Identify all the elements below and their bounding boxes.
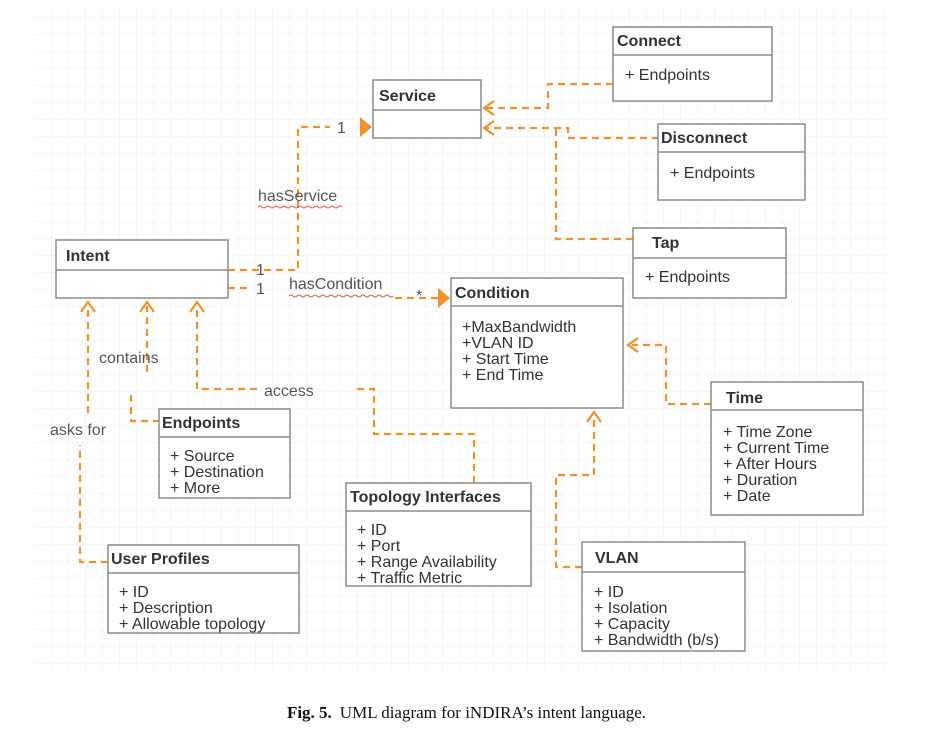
label-has-service: hasService	[258, 188, 337, 205]
class-service-title: Service	[379, 88, 436, 105]
class-time-attr-1: + Current Time	[723, 440, 829, 457]
class-disconnect: Disconnect + Endpoints	[657, 123, 806, 201]
class-intent: Intent	[55, 239, 229, 299]
arrowhead-open-access	[189, 300, 205, 313]
arrowhead-open-contains	[139, 300, 155, 313]
label-contains: contains	[99, 350, 159, 367]
arrowhead-open-vlan	[586, 410, 602, 423]
class-endpoints-attr-1: + Destination	[170, 464, 264, 481]
class-user-profiles-attr-1: + Description	[119, 600, 213, 617]
class-topology-interfaces: Topology Interfaces + ID + Port + Range …	[345, 482, 532, 587]
edge-asks-for	[78, 306, 108, 564]
class-endpoints-title: Endpoints	[162, 415, 240, 432]
class-endpoints-attr-0: + Source	[170, 448, 235, 465]
class-time-attr-3: + Duration	[723, 472, 797, 489]
class-disconnect-title: Disconnect	[661, 130, 748, 147]
figure-caption-label: Fig. 5.	[286, 703, 332, 722]
class-vlan-attr-0: + ID	[594, 584, 624, 601]
label-access: access	[264, 383, 314, 400]
arrowheads	[80, 100, 639, 423]
class-tap: Tap + Endpoints	[632, 227, 787, 299]
class-vlan-attr-1: + Isolation	[594, 600, 667, 617]
multiplicity-intent-service: 1	[256, 262, 265, 279]
class-topology-attr-1: + Port	[357, 538, 401, 555]
arrowhead-filled-service	[360, 117, 372, 137]
class-time-title: Time	[726, 390, 763, 407]
arrowhead-open-asks-for	[80, 300, 96, 313]
arrowhead-open-disconnect	[482, 120, 495, 136]
edge-has-service	[228, 125, 330, 272]
uml-diagram: Service Connect + Endpoints Disconnect +…	[35, 8, 890, 670]
class-vlan-attr-2: + Capacity	[594, 616, 670, 633]
class-condition-attr-3: + End Time	[462, 367, 543, 384]
arrowhead-filled-condition	[438, 288, 450, 308]
connectors	[78, 82, 711, 569]
class-condition-attr-0: +MaxBandwidth	[462, 319, 576, 336]
edge-contains	[129, 306, 160, 423]
class-connect: Connect + Endpoints	[612, 26, 773, 102]
label-asks-for: asks for	[50, 422, 107, 439]
edge-disconnect-service	[486, 126, 659, 140]
edge-time-condition	[632, 343, 711, 406]
class-condition-attr-2: + Start Time	[462, 351, 549, 368]
class-time-attr-4: + Date	[723, 488, 771, 505]
class-tap-title: Tap	[652, 235, 679, 252]
multiplicity-service: 1	[337, 120, 346, 137]
figure-caption: Fig. 5. UML diagram for iNDIRA’s intent l…	[0, 703, 933, 723]
edge-connect-service	[486, 82, 613, 110]
class-disconnect-attr: + Endpoints	[670, 165, 755, 182]
class-service: Service	[372, 79, 482, 139]
squiggle-has-condition	[288, 294, 394, 298]
edge-tap-service	[554, 128, 633, 241]
class-topology-attr-3: + Traffic Metric	[357, 570, 462, 587]
class-topology-attr-0: + ID	[357, 522, 387, 539]
class-tap-attr: + Endpoints	[645, 269, 730, 286]
class-time-attr-2: + After Hours	[723, 456, 817, 473]
class-intent-title: Intent	[66, 248, 110, 265]
class-endpoints: Endpoints + Source + Destination + More	[158, 408, 291, 499]
class-vlan-attr-3: + Bandwidth (b/s)	[594, 632, 719, 649]
edge-access	[195, 306, 476, 483]
class-vlan: VLAN + ID + Isolation + Capacity + Bandw…	[581, 541, 746, 652]
class-topology-attr-2: + Range Availability	[357, 554, 497, 571]
edge-vlan-condition	[554, 418, 596, 569]
class-time: Time + Time Zone + Current Time + After …	[710, 381, 864, 516]
multiplicity-intent-condition: 1	[256, 281, 265, 298]
multiplicity-condition: *	[416, 288, 422, 305]
class-time-attr-0: + Time Zone	[723, 424, 812, 441]
class-condition-attr-1: +VLAN ID	[462, 335, 534, 352]
label-has-condition: hasCondition	[289, 276, 382, 293]
figure-caption-text: UML diagram for iNDIRA’s intent language…	[339, 703, 647, 722]
class-endpoints-attr-2: + More	[170, 480, 220, 497]
class-user-profiles-title: User Profiles	[111, 551, 210, 568]
class-user-profiles-attr-2: + Allowable topology	[119, 616, 265, 633]
class-vlan-title: VLAN	[595, 550, 639, 567]
class-connect-title: Connect	[617, 33, 682, 50]
class-topology-title: Topology Interfaces	[350, 489, 501, 506]
class-condition-title: Condition	[455, 285, 530, 302]
class-connect-attr: + Endpoints	[625, 67, 710, 84]
arrowhead-open-connect	[482, 100, 495, 116]
squiggle-has-service	[257, 205, 343, 209]
class-user-profiles-attr-0: + ID	[119, 584, 149, 601]
arrowhead-open-time	[626, 337, 639, 353]
class-condition: Condition +MaxBandwidth +VLAN ID + Start…	[450, 277, 624, 409]
class-user-profiles: User Profiles + ID + Description + Allow…	[107, 544, 300, 634]
